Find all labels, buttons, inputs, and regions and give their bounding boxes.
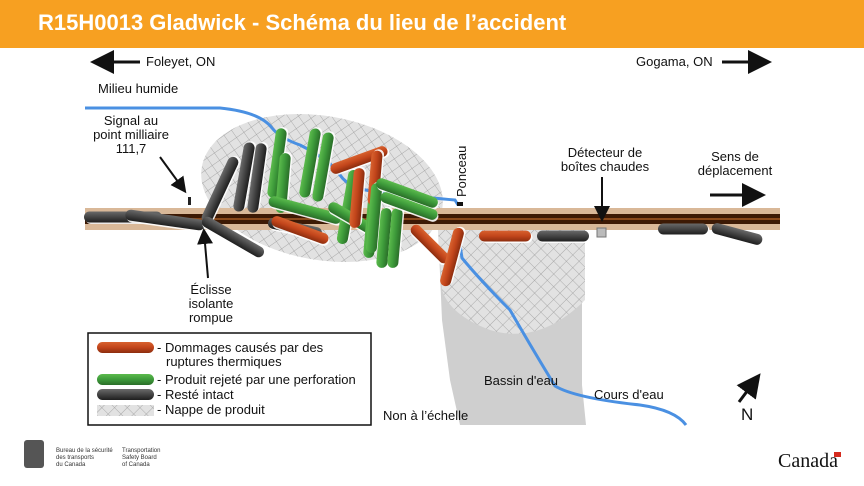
rail-car-breached xyxy=(387,208,403,268)
legend: - Dommages causés par des ruptures therm… xyxy=(87,332,372,426)
tsb-fr-1: Bureau de la sécurité xyxy=(56,448,113,454)
detector-label-1: Détecteur de xyxy=(568,145,642,160)
legend-thermal-text-1: - Dommages causés par des xyxy=(157,340,324,355)
culvert-marker-north xyxy=(457,202,463,206)
rail-car-breached xyxy=(365,183,383,253)
signal-marker xyxy=(188,197,191,205)
rail-car-breached xyxy=(380,192,438,220)
rail-car-intact xyxy=(537,230,589,242)
travel-direction-label-1: Sens de xyxy=(711,149,759,164)
coat-of-arms-icon xyxy=(24,440,44,468)
tsb-logo: Bureau de la sécurité des transports du … xyxy=(24,440,160,468)
rail-car-breached xyxy=(267,128,287,198)
east-label: Gogama, ON xyxy=(636,54,713,69)
north-label: N xyxy=(741,405,753,424)
page-title: R15H0013 Gladwick - Schéma du lieu de l’… xyxy=(38,10,567,35)
rail-car-thermal-damage xyxy=(479,230,531,242)
rail-car-intact xyxy=(233,142,255,212)
stream-line-south xyxy=(457,237,688,426)
tsb-en-3: of Canada xyxy=(122,462,150,468)
tsb-fr-2: des transports xyxy=(56,455,94,461)
canada-wordmark: Canada xyxy=(778,450,838,472)
rail-car-intact xyxy=(247,143,267,213)
signal-label-1: Signal au xyxy=(104,113,158,128)
north-arrow xyxy=(736,373,761,403)
title-bar: R15H0013 Gladwick - Schéma du lieu de l’… xyxy=(0,0,864,48)
rail-car-breached xyxy=(299,128,321,198)
pond-label: Bassin d'eau xyxy=(484,373,558,388)
rail-car-intact xyxy=(201,156,239,224)
joint-label-1: Éclisse xyxy=(190,282,231,297)
joint-pointer-arrow xyxy=(197,228,214,279)
rail-car-breached xyxy=(268,196,342,224)
rail-car-thermal-damage xyxy=(410,224,450,264)
rail-car-breached xyxy=(376,178,438,208)
legend-thermal-text-2: ruptures thermiques xyxy=(166,354,282,369)
detector-label-2: boîtes chaudes xyxy=(561,159,650,174)
tsb-en-1: Transportation xyxy=(122,448,160,454)
flag-icon xyxy=(834,452,841,457)
tsb-fr-3: du Canada xyxy=(56,462,86,468)
rail-cars xyxy=(84,127,764,287)
rail-car-breached xyxy=(312,132,334,202)
legend-swatch-pool xyxy=(97,405,154,416)
scale-note: Non à l’échelle xyxy=(383,408,468,423)
west-label: Foleyet, ON xyxy=(146,54,215,69)
hot-box-detector xyxy=(596,227,607,238)
product-pool-pond xyxy=(438,228,585,334)
legend-pool-text: - Nappe de produit xyxy=(157,402,265,417)
rail-car-thermal-damage xyxy=(271,216,329,244)
tsb-en-2: Safety Board xyxy=(122,455,157,461)
wetland-label: Milieu humide xyxy=(98,81,178,96)
rail-car-thermal-damage xyxy=(440,227,464,287)
joint-label-3: rompue xyxy=(189,310,233,325)
signal-label-3: 111,7 xyxy=(116,141,147,156)
legend-breach-text: - Produit rejeté par une perforation xyxy=(157,372,356,387)
signal-label-2: point milliaire xyxy=(93,127,169,142)
legend-swatch-intact xyxy=(97,389,154,400)
legend-intact-text: - Resté intact xyxy=(157,387,234,402)
culvert-label: Ponceau xyxy=(454,146,469,197)
rail-car-intact xyxy=(201,216,265,258)
legend-swatch-breach xyxy=(97,374,154,385)
signal-pointer-arrow xyxy=(159,156,187,194)
rail-car-intact xyxy=(658,223,708,235)
rail-car-intact xyxy=(125,209,205,231)
rail-car-thermal-damage xyxy=(349,168,365,228)
rail-car-intact xyxy=(711,223,763,245)
accident-site-diagram: Foleyet, ON Gogama, ON Milieu humide Sig… xyxy=(24,50,841,472)
joint-label-2: isolante xyxy=(189,296,234,311)
travel-direction-label-2: déplacement xyxy=(698,163,773,178)
legend-swatch-thermal xyxy=(97,342,154,353)
rail-car-breached xyxy=(376,208,392,268)
stream-label: Cours d'eau xyxy=(594,387,664,402)
